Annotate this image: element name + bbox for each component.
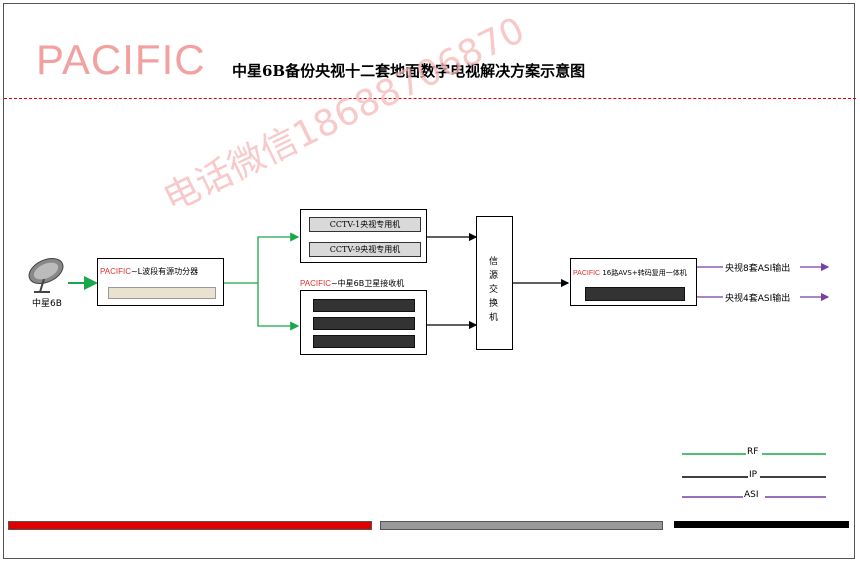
switcher-box: 信源交换机 (476, 216, 513, 350)
receiver-unit-1 (313, 299, 415, 312)
multiplexer-device-image (585, 287, 685, 301)
receivers-label: 中星6B卫星接收机 (337, 279, 405, 288)
receivers-brand: PACIFIC (300, 279, 331, 288)
diagram-frame (3, 3, 855, 559)
diagram-title: 中星6B备份央视十二套地面数字电视解决方案示意图 (232, 62, 586, 80)
decoder-cctv9-label: CCTV-9央视专用机 (329, 245, 401, 254)
receivers-separator: ~ (330, 279, 338, 288)
decoder-cctv1-label: CCTV-1央视专用机 (329, 220, 401, 229)
pacific-logo: PACIFIC (36, 36, 206, 83)
amplifier-box: PACIFIC~L波段有源功分器 (97, 258, 224, 306)
decoder-cctv9-device: CCTV-9央视专用机 (309, 242, 421, 257)
amplifier-separator: ~ (130, 267, 138, 276)
multiplexer-box: PACIFIC 16路AVS+转码复用一体机 (570, 258, 697, 306)
receivers-caption: PACIFIC~中星6B卫星接收机 (300, 278, 404, 289)
decoders-box: CCTV-1央视专用机 CCTV-9央视专用机 (300, 209, 427, 263)
output-cctv4: 央视4套ASI输出 (725, 294, 791, 304)
multiplexer-brand: PACIFIC (573, 270, 601, 277)
switcher-label: 信源交换机 (489, 257, 499, 323)
output-cctv8: 央视8套ASI输出 (725, 264, 791, 274)
rf-line-amp-to-decoders (224, 232, 300, 284)
legend-rf-label: RF (747, 447, 759, 457)
satellite-label: 中星6B (32, 299, 62, 309)
amplifier-brand: PACIFIC (100, 267, 131, 276)
footer-bar-black (674, 521, 849, 528)
receiver-unit-3 (313, 335, 415, 348)
legend-asi-label: ASI (744, 490, 759, 500)
footer-bar-gray (380, 521, 663, 530)
amplifier-device-image (108, 287, 216, 299)
legend-ip-label: IP (749, 470, 758, 480)
footer-bar-red (8, 521, 372, 530)
rf-line-amp-to-receivers (257, 283, 300, 331)
decoder-cctv1-device: CCTV-1央视专用机 (309, 217, 421, 232)
amplifier-label: L波段有源功分器 (137, 267, 199, 276)
header-divider (4, 98, 856, 99)
satellite-dish-icon (28, 257, 64, 293)
receiver-unit-2 (313, 317, 415, 330)
multiplexer-label: 16路AVS+转码复用一体机 (602, 269, 687, 277)
receivers-box (300, 290, 427, 355)
